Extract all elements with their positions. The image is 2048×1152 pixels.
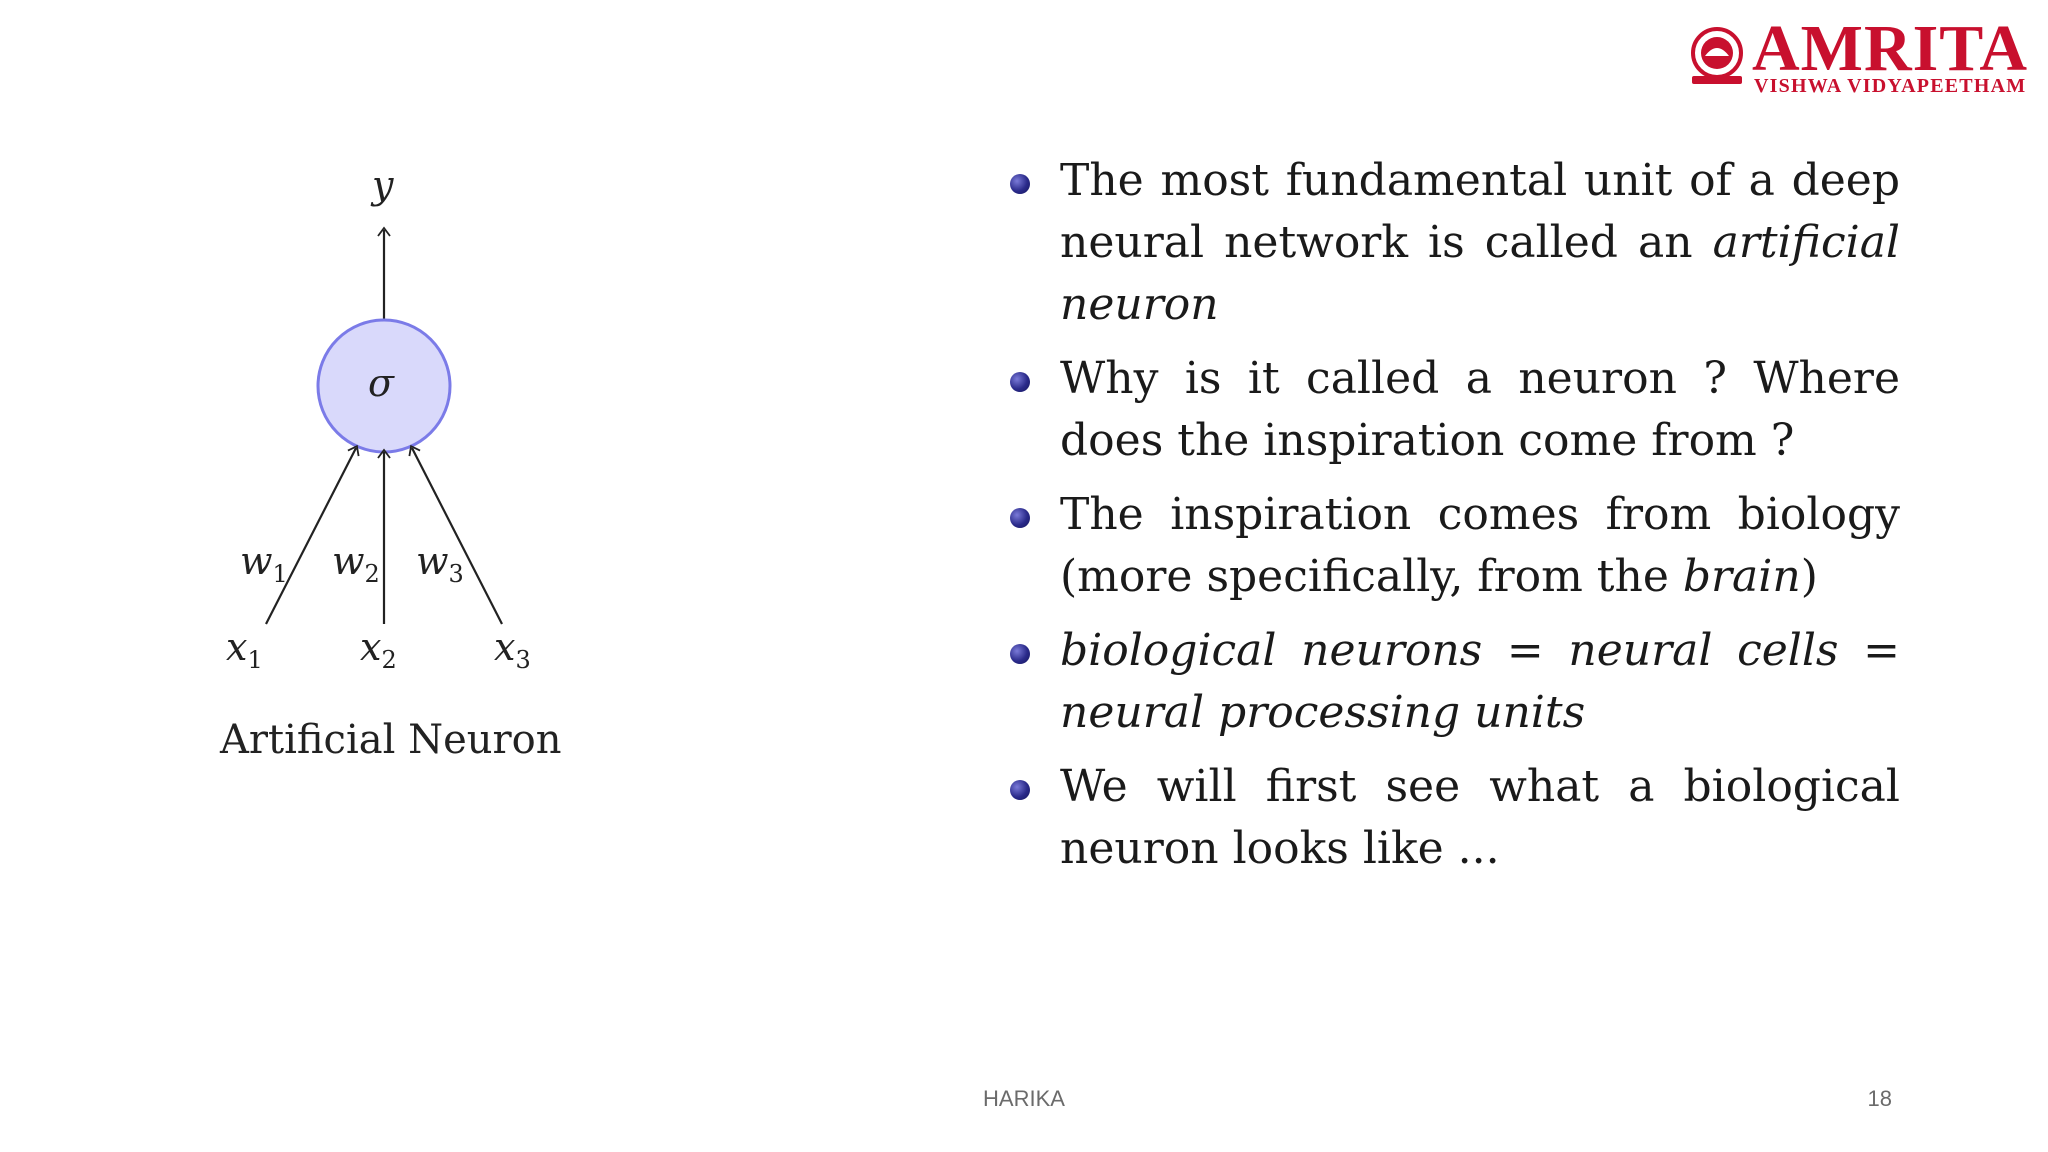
bullet-item: biological neurons = neural cells = neur…	[1010, 620, 1900, 744]
bullet-item: Why is it called a neuron ? Where does t…	[1010, 348, 1900, 472]
bullet-dot-icon	[1010, 644, 1030, 664]
bullet-dot-icon	[1010, 508, 1030, 528]
bullet-item: We will first see what a biological neur…	[1010, 756, 1900, 880]
logo-brand-text: AMRITA	[1752, 12, 2029, 85]
bullet-italic-segment: brain	[1682, 551, 1801, 602]
bullet-dot-icon	[1010, 174, 1030, 194]
page-number: 18	[1867, 1086, 1892, 1111]
logo-tagline-text: VISHWA VIDYAPEETHAM	[1754, 75, 2027, 97]
bullet-text: We will first see what a biological neur…	[1060, 761, 1900, 874]
input-label-x3: x3	[494, 625, 531, 674]
input-label-x1: x1	[226, 625, 263, 674]
bullet-dot-icon	[1010, 372, 1030, 392]
bullet-text: The most fundamental unit of a deep neur…	[1060, 155, 1900, 330]
bullet-text-segment: The most fundamental unit of a deep neur…	[1060, 155, 1900, 268]
weight-label-w3: w3	[416, 539, 464, 588]
input-label-x2: x2	[360, 625, 397, 674]
amrita-logo: AMRITA VISHWA VIDYAPEETHAM	[1684, 16, 2034, 97]
activation-sigma: σ	[368, 361, 394, 405]
weight-label-w2: w2	[332, 539, 380, 588]
bullet-italic-segment: neural cells	[1568, 625, 1839, 676]
output-label-y: y	[372, 163, 394, 207]
bullet-item: The most fundamental unit of a deep neur…	[1010, 150, 1900, 336]
bullet-italic-segment: artificial neuron	[1060, 217, 1900, 330]
bullet-italic-segment: biological neurons	[1060, 625, 1483, 676]
bullet-text: The inspiration comes from biology (more…	[1060, 489, 1900, 602]
bullet-text: Why is it called a neuron ? Where does t…	[1060, 353, 1900, 466]
bullet-dot-icon	[1010, 780, 1030, 800]
footer-author: HARIKA	[983, 1086, 1065, 1111]
bullet-italic-segment: neural processing units	[1060, 687, 1586, 738]
bullet-text-segment: =	[1482, 625, 1569, 676]
bullet-text-segment: =	[1838, 625, 1900, 676]
input-arrow-1	[265, 444, 360, 625]
diagram-caption: Artificial Neuron	[220, 717, 562, 763]
bullet-text-segment: Why is it called a neuron ? Where does t…	[1060, 353, 1900, 466]
university-seal-icon	[1691, 27, 1743, 84]
bullet-text-segment: )	[1800, 551, 1818, 602]
bullet-text: biological neurons = neural cells = neur…	[1060, 625, 1900, 738]
bullet-list: The most fundamental unit of a deep neur…	[1010, 150, 1900, 892]
neuron-diagram-svg	[265, 226, 503, 625]
bullet-text-segment: The inspiration comes from biology (more…	[1060, 489, 1900, 602]
bullet-item: The inspiration comes from biology (more…	[1010, 484, 1900, 608]
artificial-neuron-diagram: y σ w1 w2 w3 x1 x2 x3 Artificial Neuron	[200, 150, 620, 790]
input-arrow-3	[408, 444, 503, 625]
weight-label-w1: w1	[240, 539, 288, 588]
bullet-text-segment: We will first see what a biological neur…	[1060, 761, 1900, 874]
